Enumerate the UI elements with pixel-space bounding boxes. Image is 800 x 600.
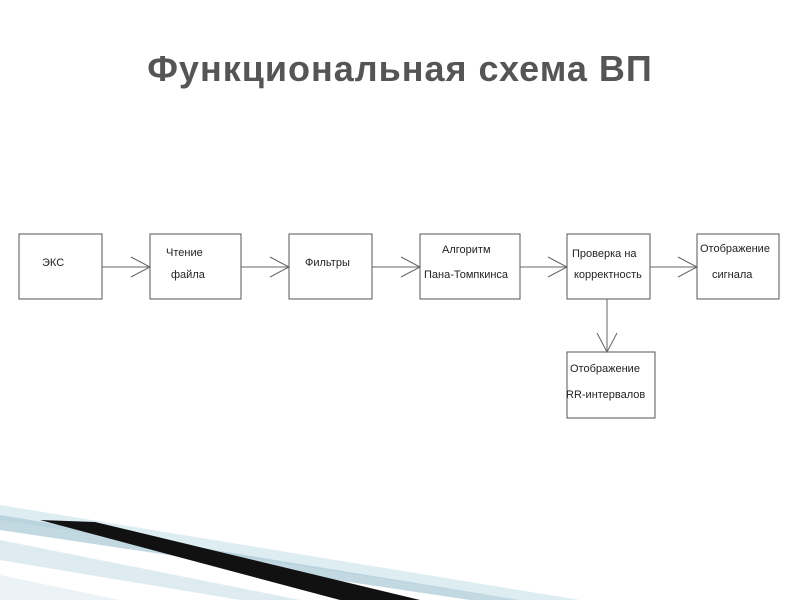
arrow-read-to-filters (241, 256, 291, 278)
block-eks: ЭКС (18, 233, 103, 300)
block-filters: Фильтры (288, 233, 373, 300)
block-filters-label-1: Фильтры (305, 257, 350, 269)
arrow-filters-to-algorithm (372, 256, 422, 278)
block-display-signal-label-2: сигнала (712, 269, 753, 281)
block-check: Проверка на корректность (566, 233, 651, 300)
block-display-signal: Отображение сигнала (696, 233, 780, 300)
block-algorithm-label-1: Алгоритм (442, 244, 491, 256)
arrow-algorithm-to-check (520, 256, 569, 278)
block-algorithm-label-2: Пана-Томпкинса (424, 269, 509, 281)
block-eks-label-1: ЭКС (42, 257, 64, 269)
block-algorithm: Алгоритм Пана-Томпкинса (419, 233, 521, 300)
block-display-rr-label-1: Отображение (570, 363, 640, 375)
block-display-signal-label-1: Отображение (700, 243, 770, 255)
block-read-label-2: файла (171, 269, 206, 281)
block-read-label-1: Чтение (166, 247, 203, 259)
slide-title: Функциональная схема ВП (147, 48, 653, 89)
arrow-eks-to-read (102, 256, 152, 278)
block-check-label-2: корректность (574, 269, 642, 281)
arrow-check-to-display-signal (650, 256, 699, 278)
arrow-check-to-display-rr (596, 299, 618, 354)
block-display-rr: Отображение RR-интервалов (566, 351, 656, 419)
block-check-label-1: Проверка на (572, 248, 637, 260)
block-display-rr-label-2: RR-интервалов (566, 389, 645, 401)
